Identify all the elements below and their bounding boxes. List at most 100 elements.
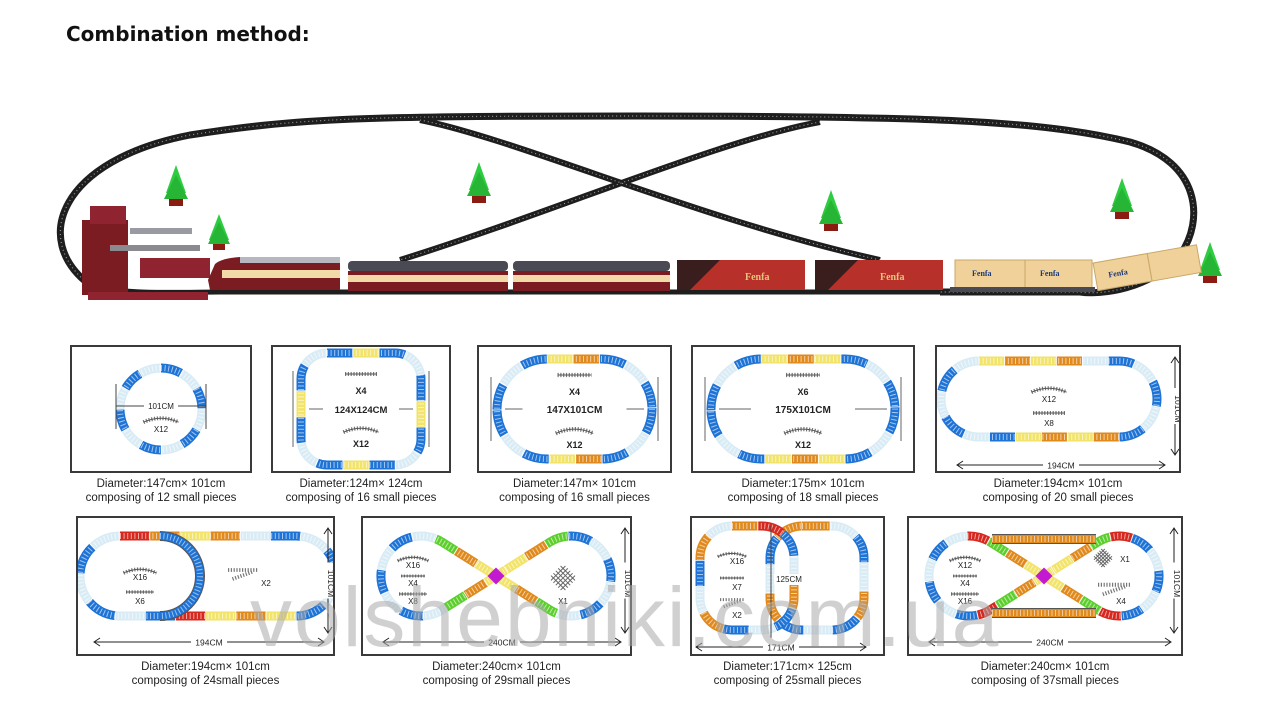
layout-dimensions-caption: Diameter:171cm× 125cm: [723, 661, 852, 673]
piece-count: X4: [960, 579, 970, 588]
layout-dimensions-caption: Diameter:147cm× 101cm: [96, 478, 226, 490]
track-segment: [115, 363, 207, 455]
piece-count: X12: [795, 440, 811, 450]
piece-count: X12: [1042, 395, 1057, 404]
height-label: 101CM: [1172, 570, 1181, 597]
piece-count: X1: [1120, 555, 1130, 564]
track-segment: [115, 363, 207, 455]
width-label: 240CM: [488, 638, 515, 648]
piece-count: X16: [958, 597, 973, 606]
brand-label: Fenfa: [1108, 267, 1129, 279]
track-segment: [78, 531, 333, 621]
piece-count: X6: [135, 597, 145, 606]
hopper-car: Fenfa: [815, 260, 943, 290]
track-segment: [78, 531, 333, 621]
height-dimension: 101CM: [619, 527, 630, 634]
curved-track-icon: [396, 555, 430, 563]
curved-track-icon: [122, 567, 158, 575]
layout-pieces-caption: composing of 12 small pieces: [85, 492, 237, 504]
tree-icon: [208, 214, 230, 250]
height-dimension: 101CM: [1169, 356, 1179, 456]
dimension-label: 101CM: [148, 402, 174, 411]
brand-label: Fenfa: [972, 269, 992, 278]
brand-label: Fenfa: [880, 272, 904, 283]
width-dimension: 240CM: [382, 636, 622, 648]
curved-track-icon: [717, 551, 747, 559]
track-segment: [78, 531, 333, 621]
tree-icon: [819, 190, 843, 231]
container-car: Fenfa: [1092, 244, 1202, 292]
crossing-track-icon: [1093, 548, 1113, 568]
layout-dimensions-caption: Diameter:124m× 124cm: [299, 478, 423, 490]
track-segment: [695, 521, 799, 635]
piece-count: X4: [355, 386, 366, 396]
track-segment: [376, 531, 616, 621]
piece-count: X4: [569, 387, 580, 397]
width-label: 194CM: [1047, 461, 1074, 471]
dimension-label: 147X101CM: [547, 405, 603, 416]
layout-dimensions-caption: Diameter:194cm× 101cm: [993, 478, 1123, 490]
curved-track-icon: [342, 426, 380, 435]
piece-count: X2: [732, 611, 742, 620]
dimension-label: 124X124CM: [335, 405, 388, 416]
piece-count: X4: [408, 579, 418, 588]
piece-count: X1: [558, 597, 568, 606]
track-segment: [78, 531, 333, 621]
width-dimension: 194CM: [956, 459, 1166, 471]
hopper-car: Fenfa: [677, 260, 805, 290]
height-label: 101CM: [1173, 395, 1179, 422]
layout-dimensions-caption: Diameter:240cm× 101cm: [980, 661, 1110, 673]
track-segment: [937, 356, 1162, 442]
piece-count: X8: [1044, 419, 1054, 428]
track-segment: [78, 531, 333, 621]
piece-count: X2: [261, 579, 271, 588]
track-segment: [78, 531, 333, 621]
track-segment: [706, 354, 900, 464]
track-segment: [78, 531, 333, 621]
train-station: [82, 206, 210, 300]
layout-dimensions-caption: Diameter:194cm× 101cm: [141, 661, 270, 673]
track-segment: [78, 531, 333, 621]
layout-pieces-caption: composing of 20 small pieces: [982, 492, 1134, 504]
layout-dimensions-caption: Diameter:175m× 101cm: [741, 478, 865, 490]
track-segment: [296, 348, 426, 470]
width-dimension: 171CM: [695, 641, 867, 653]
track-segment: [765, 521, 869, 635]
layout-dimensions-caption: Diameter:147m× 101cm: [512, 478, 637, 490]
height-label: 125CM: [776, 575, 802, 584]
height-dimension: 101CM: [1168, 527, 1181, 634]
curved-track-icon: [142, 416, 180, 425]
track-segment: [78, 531, 333, 621]
curved-track-icon: [554, 427, 595, 436]
switch-track-icon: [1098, 582, 1130, 597]
track-segment: [78, 531, 333, 621]
layout-pieces-caption: composing of 18 small pieces: [727, 492, 879, 504]
switch-track-icon: [228, 568, 258, 581]
height-label: 101CM: [326, 570, 333, 597]
container-car: Fenfa Fenfa: [950, 259, 1095, 292]
curved-track-icon: [1030, 386, 1068, 395]
piece-count: X4: [1116, 597, 1126, 606]
tree-icon: [1198, 242, 1222, 283]
height-label: 101CM: [623, 570, 630, 597]
layout-pieces-caption: composing of 16 small pieces: [499, 492, 650, 504]
layout-dimensions-caption: Diameter:240cm× 101cm: [432, 661, 561, 673]
width-dimension: 194CM: [93, 636, 325, 648]
track-segment: [78, 531, 333, 621]
track-segment: [78, 531, 333, 621]
locomotive: [208, 257, 340, 290]
tree-icon: [164, 165, 188, 206]
track-segment: [924, 531, 1164, 621]
